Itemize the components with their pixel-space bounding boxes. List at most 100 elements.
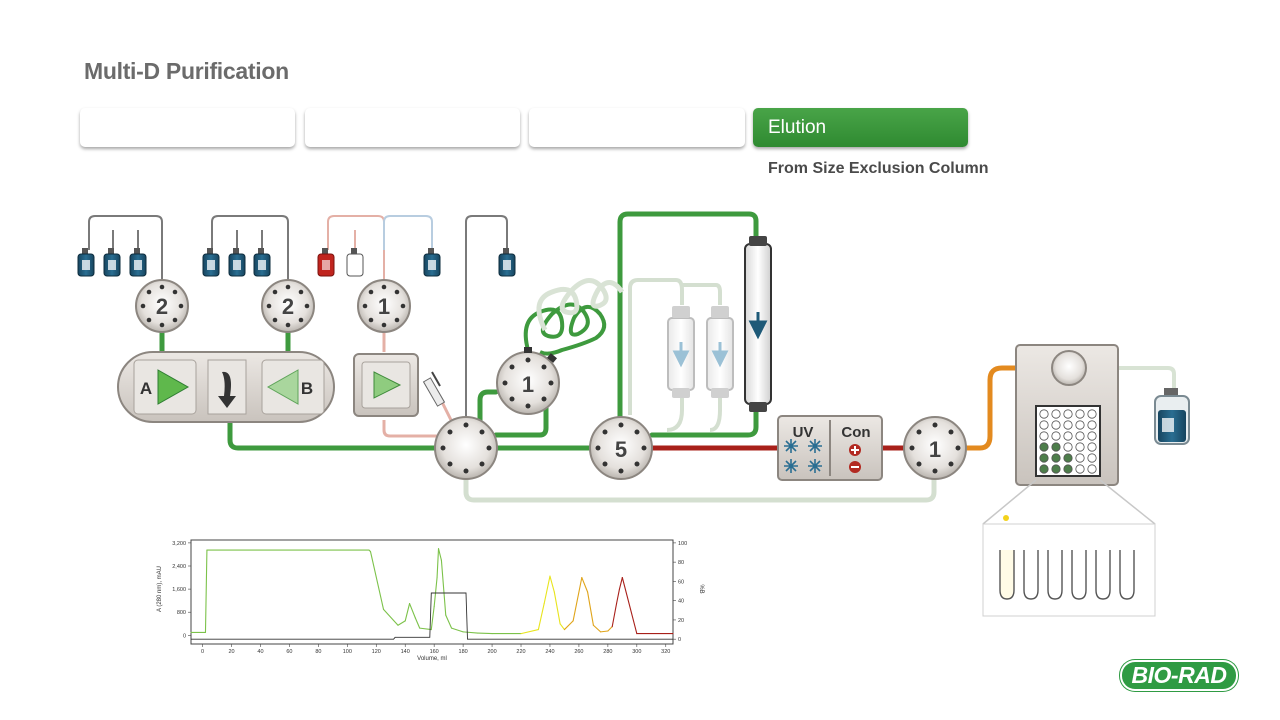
valve-label-column-switch: 5 — [615, 437, 627, 462]
absorbance-trace-segment — [369, 551, 385, 610]
x-axis-title: Volume, ml — [417, 656, 447, 662]
rack-well — [1051, 464, 1061, 474]
absorbance-trace-segment — [404, 603, 411, 622]
tubing-wash-line — [465, 215, 508, 430]
y2-tick-label: 20 — [678, 618, 684, 624]
rack-well — [1039, 453, 1049, 463]
absorbance-trace-segment — [559, 623, 565, 631]
buffer-bottles-a — [77, 248, 147, 277]
rack-well — [1087, 453, 1097, 463]
absorbance-trace-segment — [397, 620, 406, 626]
rack-well — [1087, 442, 1097, 452]
tubing-waste — [1086, 366, 1176, 392]
tab-equilibration[interactable]: Equilibration — [80, 108, 295, 147]
rack-well — [1051, 409, 1061, 419]
down-arrow-icon — [711, 342, 729, 368]
x-tick-label: 100 — [343, 649, 352, 655]
absorbance-trace-segment — [600, 630, 609, 633]
tubing-sample-path — [382, 330, 440, 438]
absorbance-trace-segment — [430, 605, 435, 631]
x-tick-label: 180 — [459, 649, 468, 655]
tab-sample-application[interactable]: Sample Application — [305, 108, 520, 147]
x-tick-label: 300 — [632, 649, 641, 655]
x-tick-label: 240 — [545, 649, 554, 655]
column-switch-valve[interactable]: 5 — [589, 416, 653, 480]
rack-well — [1051, 453, 1061, 463]
absorbance-trace-segment — [445, 614, 453, 629]
rack-well — [1039, 464, 1049, 474]
rack-well — [1051, 431, 1061, 441]
loop-valve[interactable]: 1 — [496, 347, 560, 415]
collection-tube — [1119, 550, 1135, 600]
inlet-valve-b[interactable]: 2 — [261, 279, 315, 333]
inlet-valve-a[interactable]: 2 — [135, 279, 189, 333]
injection-valve[interactable] — [434, 416, 498, 480]
y2-tick-label: 40 — [678, 599, 684, 605]
y2-tick-label: 0 — [678, 637, 681, 643]
rack-well — [1075, 420, 1085, 430]
page-title: Multi-D Purification — [84, 58, 289, 84]
pump-b-label: B — [301, 379, 313, 398]
absorbance-trace-segment — [437, 548, 442, 561]
rack-well — [1075, 464, 1085, 474]
y-tick-label: 1,600 — [172, 587, 186, 593]
rack-well — [1063, 453, 1073, 463]
absorbance-trace-segment — [462, 631, 479, 634]
uv-conductivity-detector: UV Con — [777, 415, 883, 481]
absorbance-trace-segment — [450, 627, 464, 633]
rack-well — [1087, 409, 1097, 419]
rack-well — [1063, 431, 1073, 441]
absorbance-trace-segment — [409, 603, 416, 619]
x-tick-label: 200 — [487, 649, 496, 655]
sample-inlet-valve[interactable]: 1 — [357, 279, 411, 333]
absorbance-trace-segment — [204, 549, 208, 633]
affinity-column-1 — [667, 306, 695, 398]
rack-well — [1063, 409, 1073, 419]
y-tick-label: 0 — [183, 633, 186, 639]
fraction-wells — [1039, 409, 1097, 474]
rack-well — [1075, 453, 1085, 463]
gradient-trace — [191, 592, 673, 640]
buffer-bottles-b — [202, 248, 271, 277]
tab-column-wash[interactable]: Column Wash — [529, 108, 745, 147]
droplet-icon — [1003, 515, 1009, 521]
gradient-pump-module: A B — [117, 351, 335, 423]
x-tick-label: 120 — [372, 649, 381, 655]
pump-a-icon — [157, 369, 190, 405]
x-tick-label: 160 — [430, 649, 439, 655]
down-arrow-icon — [672, 342, 690, 368]
y-tick-label: 2,400 — [172, 564, 186, 570]
step-subtitle: From Size Exclusion Column — [768, 160, 989, 177]
absorbance-trace-segment — [520, 629, 539, 635]
absorbance-trace-segment — [611, 603, 618, 628]
collection-tube — [1047, 550, 1063, 600]
x-tick-label: 260 — [574, 649, 583, 655]
absorbance-trace-segment — [419, 627, 432, 631]
absorbance-trace-segment — [477, 632, 493, 635]
pump-a-label: A — [140, 379, 152, 398]
absorbance-trace-segment — [543, 575, 551, 605]
rack-well — [1075, 442, 1085, 452]
outlet-valve[interactable]: 1 — [903, 416, 967, 480]
x-tick-label: 320 — [661, 649, 670, 655]
rack-well — [1075, 431, 1085, 441]
absorbance-trace-segment — [563, 620, 574, 631]
absorbance-trace-segment — [436, 548, 440, 579]
size-exclusion-column — [744, 236, 772, 412]
tab-elution[interactable]: Elution — [753, 108, 968, 147]
rack-well — [1039, 442, 1049, 452]
syringe-icon — [422, 371, 446, 407]
valve-label-loop: 1 — [522, 372, 534, 397]
y-tick-label: 3,200 — [172, 541, 186, 547]
tubing-system-flow — [159, 211, 759, 451]
x-tick-label: 40 — [257, 649, 263, 655]
x-tick-label: 0 — [201, 649, 204, 655]
rack-well — [1063, 420, 1073, 430]
absorbance-trace-segment — [382, 608, 399, 626]
tubing-sample-loop — [523, 302, 607, 356]
rack-well — [1075, 409, 1085, 419]
collection-tube — [1095, 550, 1111, 600]
y2-tick-label: 60 — [678, 579, 684, 585]
collection-tube — [999, 550, 1015, 600]
rack-well — [1063, 464, 1073, 474]
